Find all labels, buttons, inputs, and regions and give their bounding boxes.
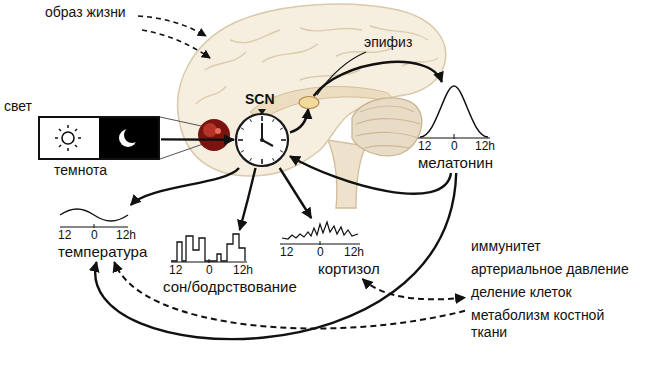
dashed-arrow bbox=[114, 262, 465, 328]
solid-arrow bbox=[290, 109, 308, 132]
rhythm-curve bbox=[418, 82, 490, 140]
eye-highlight bbox=[203, 123, 217, 137]
light-ray bbox=[160, 143, 206, 159]
light-label: свет bbox=[4, 98, 32, 114]
brainstem bbox=[328, 140, 366, 208]
list-item: метаболизм костной ткани bbox=[471, 307, 629, 341]
axis-tick: 0 bbox=[451, 140, 458, 154]
cortisol-graph: 12 0 12hкортизол bbox=[280, 218, 381, 279]
axis-tick: 12 bbox=[58, 229, 71, 243]
light-ray bbox=[160, 117, 206, 127]
temperature-graph: 12 0 12hтемпература bbox=[58, 205, 149, 262]
solid-arrow bbox=[95, 173, 456, 339]
pineal-gland: эпифиз bbox=[298, 96, 320, 109]
melatonin-graph: 12 0 12hмелатонин bbox=[418, 82, 497, 173]
axis-tick: 12 bbox=[280, 246, 293, 260]
graph-label: сон/бодрствование bbox=[163, 278, 297, 295]
graph-label: мелатонин bbox=[418, 154, 493, 171]
solid-arrow bbox=[314, 62, 442, 96]
clock-symbol bbox=[234, 112, 290, 168]
axis-tick: 12 bbox=[169, 264, 182, 278]
light-dark-box: свет темнота bbox=[4, 98, 161, 180]
solid-arrow bbox=[161, 138, 234, 141]
rhythm-curve bbox=[169, 230, 249, 264]
axis-tick: 0 bbox=[91, 229, 98, 243]
graph-label: температура bbox=[58, 243, 147, 260]
solid-arrow bbox=[280, 168, 312, 218]
graph-label: кортизол bbox=[318, 260, 380, 277]
solid-arrow bbox=[131, 168, 239, 205]
axis-tick: 0 bbox=[317, 246, 324, 260]
solid-arrow bbox=[240, 168, 256, 230]
scn-clock: SCN bbox=[234, 112, 290, 168]
rhythm-curve bbox=[280, 218, 360, 246]
eye bbox=[198, 119, 230, 151]
pineal-label: эпифиз bbox=[364, 34, 412, 50]
scn-label: SCN bbox=[245, 91, 275, 107]
cerebellum bbox=[352, 98, 422, 156]
list-item: деление клеток bbox=[471, 284, 629, 301]
list-item: артериальное давление bbox=[471, 261, 629, 278]
sleep-wake-graph: 12 0 12hсон/бодрствование bbox=[163, 230, 298, 297]
list-item: иммунитет bbox=[471, 238, 629, 255]
dashed-arrow bbox=[363, 279, 465, 299]
rhythm-curve bbox=[58, 205, 130, 229]
cerebellum-stripes bbox=[356, 106, 420, 148]
axis-tick: 12h bbox=[233, 264, 253, 278]
axis-tick: 12h bbox=[475, 140, 495, 154]
axis-tick: 0 bbox=[206, 264, 213, 278]
lifestyle-arrow bbox=[138, 16, 206, 36]
function-list: иммунитет артериальное давление деление кл… bbox=[465, 236, 633, 343]
cerebrum bbox=[178, 4, 446, 176]
lifestyle-label: образ жизни bbox=[45, 4, 126, 20]
axis-tick: 12h bbox=[344, 246, 364, 260]
dark-label: темнота bbox=[54, 162, 107, 178]
eye-glint bbox=[215, 128, 221, 134]
light-dark-icon bbox=[38, 116, 160, 160]
axis-tick: 12 bbox=[418, 140, 431, 154]
pineal-shape bbox=[298, 96, 320, 109]
lifestyle-arrow bbox=[142, 30, 210, 58]
axis-tick: 12h bbox=[116, 229, 136, 243]
